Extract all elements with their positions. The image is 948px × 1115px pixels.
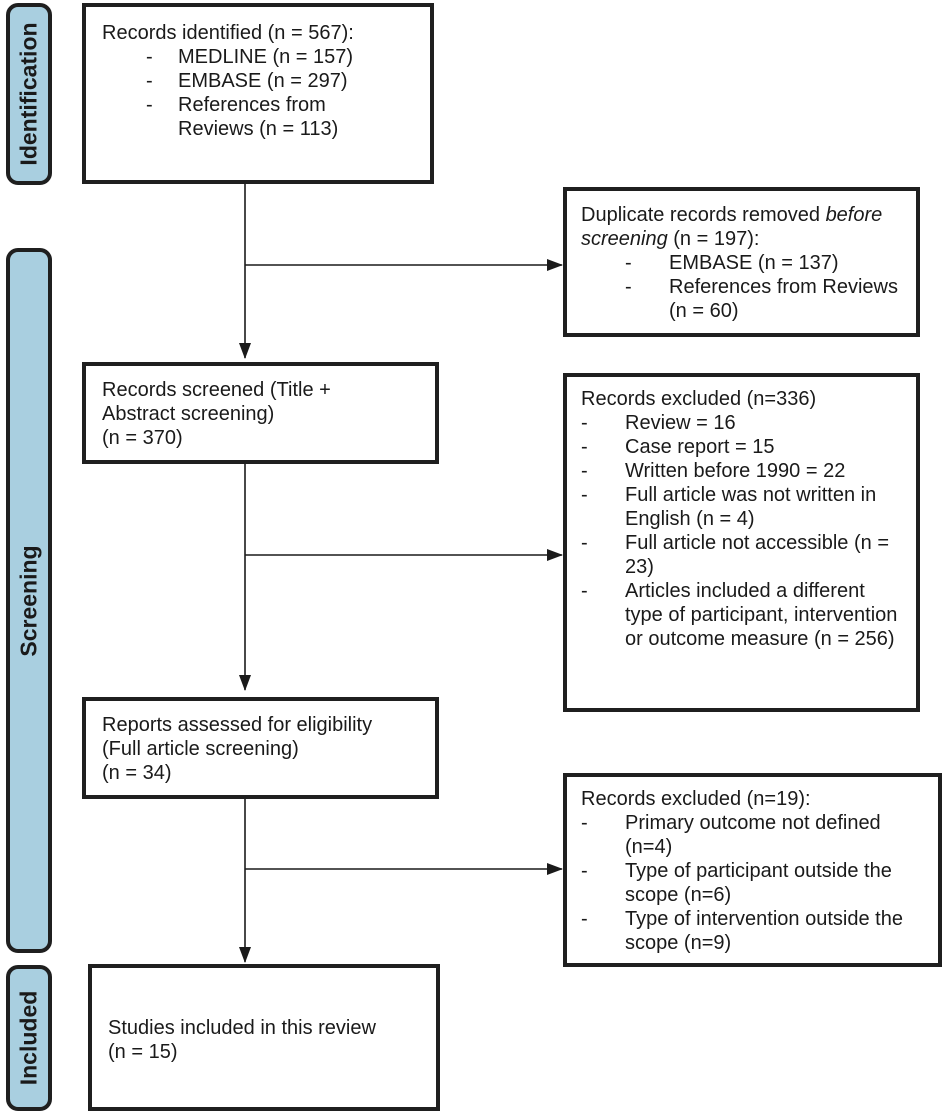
records-identified-heading: Records identified (n = 567): — [102, 22, 354, 44]
excluded-1-list: -Review = 16 -Case report = 15 -Written … — [581, 411, 906, 651]
list-item: -Review = 16 — [581, 412, 736, 434]
studies-included-count: (n = 15) — [108, 1041, 178, 1063]
records-identified-list: -MEDLINE (n = 157) -EMBASE (n = 297) -Re… — [146, 45, 416, 141]
list-item: -MEDLINE (n = 157) — [146, 46, 354, 68]
list-item: -References from Reviews — [625, 276, 898, 298]
duplicates-removed-box: Duplicate records removed before screeni… — [563, 187, 920, 337]
records-screened-line: Records screened (Title + — [102, 379, 331, 401]
records-excluded-box-2: Records excluded (n=19): -Primary outcom… — [563, 773, 942, 967]
list-item: -Full article was not written in — [581, 484, 877, 506]
list-item: -References from — [146, 94, 326, 116]
records-excluded-box-1: Records excluded (n=336) -Review = 16 -C… — [563, 373, 920, 712]
phase-identification: Identification — [6, 3, 52, 185]
records-screened-box: Records screened (Title + Abstract scree… — [82, 362, 439, 464]
duplicates-heading-cont: screening (n = 197): — [581, 228, 760, 250]
list-item: scope (n=6) — [625, 884, 732, 906]
list-item: -Articles included a different — [581, 580, 865, 602]
list-item: -EMBASE (n = 137) — [625, 252, 839, 274]
phase-included: Included — [6, 965, 52, 1111]
excluded-1-heading: Records excluded (n=336) — [581, 388, 817, 410]
list-item: 23) — [625, 556, 654, 578]
list-item: or outcome measure (n = 256) — [625, 628, 895, 650]
duplicates-list: -EMBASE (n = 137) -References from Revie… — [625, 251, 904, 323]
studies-included-box: Studies included in this review (n = 15) — [88, 964, 440, 1111]
list-item: type of participant, intervention — [625, 604, 898, 626]
studies-included-line: Studies included in this review — [108, 1017, 376, 1039]
list-item: -Case report = 15 — [581, 436, 775, 458]
list-item: -Primary outcome not defined — [581, 812, 881, 834]
records-identified-box: Records identified (n = 567): -MEDLINE (… — [82, 3, 434, 184]
list-item: English (n = 4) — [625, 508, 755, 530]
excluded-2-heading: Records excluded (n=19): — [581, 788, 811, 810]
reports-assessed-count: (n = 34) — [102, 762, 172, 784]
reports-assessed-line: Reports assessed for eligibility — [102, 714, 373, 736]
list-item: -Type of participant outside the — [581, 860, 892, 882]
records-screened-line: Abstract screening) — [102, 403, 275, 425]
phase-screening: Screening — [6, 248, 52, 953]
list-item: -Written before 1990 = 22 — [581, 460, 846, 482]
list-item: (n = 60) — [669, 300, 739, 322]
reports-assessed-box: Reports assessed for eligibility (Full a… — [82, 697, 439, 799]
list-item: scope (n=9) — [625, 932, 732, 954]
records-screened-count: (n = 370) — [102, 427, 183, 449]
list-item: -EMBASE (n = 297) — [146, 70, 348, 92]
list-item: -Type of intervention outside the — [581, 908, 903, 930]
list-item: (n=4) — [625, 836, 673, 858]
list-item: Reviews (n = 113) — [178, 118, 339, 140]
reports-assessed-line: (Full article screening) — [102, 738, 299, 760]
excluded-2-list: -Primary outcome not defined (n=4) -Type… — [581, 811, 928, 955]
duplicates-heading: Duplicate records removed before — [581, 204, 883, 226]
list-item: -Full article not accessible (n = — [581, 532, 890, 554]
